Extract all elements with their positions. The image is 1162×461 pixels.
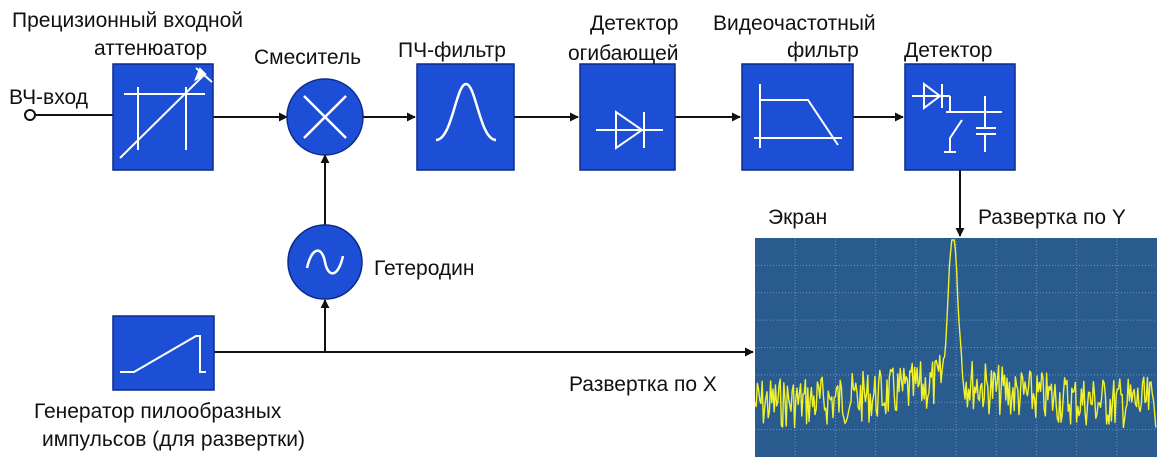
- sweep-x-label: Развертка по X: [569, 373, 717, 396]
- sweep-y-label: Развертка по Y: [978, 206, 1126, 229]
- attenuator-label-line1: Прецизионный входной: [12, 9, 243, 32]
- envelope-detector-label-line2: огибающей: [568, 42, 679, 65]
- sawtooth-generator-block[interactable]: [112, 315, 215, 391]
- envelope-detector-block[interactable]: [579, 63, 676, 171]
- bandpass-peak-icon: [435, 82, 497, 142]
- sine-wave-icon: [305, 249, 345, 275]
- variable-attenuator-icon: [119, 67, 213, 159]
- lowpass-icon: [754, 84, 842, 148]
- mixer-label: Смеситель: [254, 46, 361, 69]
- attenuator-block[interactable]: [112, 63, 214, 171]
- envelope-detector-label-line1: Детектор: [590, 12, 678, 35]
- rf-input-label: ВЧ-вход: [9, 86, 88, 109]
- detector-label: Детектор: [904, 39, 992, 62]
- sawtooth-label-line2: импульсов (для развертки): [42, 428, 305, 451]
- mixer-block[interactable]: [286, 78, 364, 156]
- local-oscillator-label: Гетеродин: [374, 257, 475, 280]
- sawtooth-label-line1: Генератор пилообразных: [34, 400, 282, 423]
- screen-label: Экран: [768, 206, 827, 229]
- mixer-cross-icon: [303, 95, 347, 139]
- diode-icon: [596, 110, 663, 150]
- video-filter-block[interactable]: [741, 63, 854, 171]
- attenuator-label-line2: аттенюатор: [94, 37, 207, 60]
- video-filter-label-line1: Видеочастотный: [713, 12, 876, 35]
- diode-capacitor-switch-icon: [912, 82, 1002, 153]
- signal-lines: [24, 109, 965, 357]
- sawtooth-wave-icon: [120, 335, 206, 373]
- if-filter-block[interactable]: [416, 63, 515, 171]
- rf-input-terminal[interactable]: [24, 109, 36, 121]
- if-filter-label: ПЧ-фильтр: [398, 39, 506, 62]
- analyzer-screen[interactable]: [754, 238, 1157, 457]
- detector-block[interactable]: [904, 63, 1016, 171]
- local-oscillator-block[interactable]: [287, 224, 363, 300]
- spectrum-trace: [754, 239, 1157, 429]
- video-filter-label-line2: фильтр: [787, 39, 859, 62]
